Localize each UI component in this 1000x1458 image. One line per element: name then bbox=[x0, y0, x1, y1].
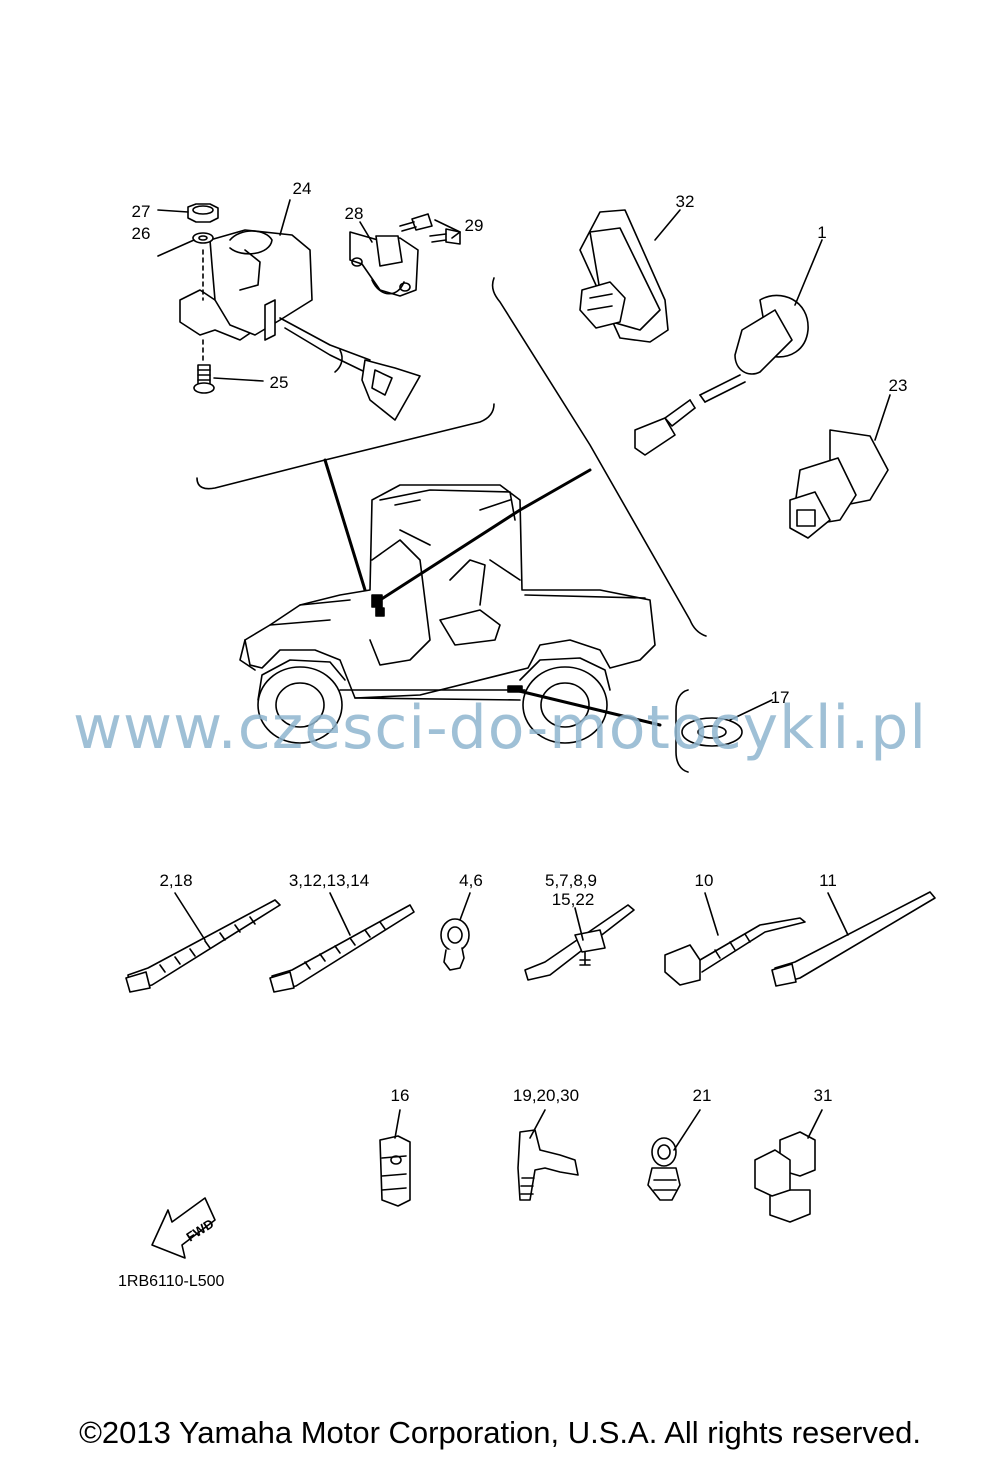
callout-25: 25 bbox=[269, 373, 289, 392]
part-25-bolt bbox=[193, 364, 215, 394]
part-4-6-clip bbox=[440, 918, 470, 971]
part-11-cable-tie bbox=[771, 891, 936, 987]
callout-11: 11 bbox=[819, 871, 837, 890]
fwd-arrow-icon bbox=[151, 1197, 216, 1259]
part-17-washer bbox=[681, 717, 743, 747]
part-27-nut bbox=[187, 203, 219, 223]
watermark: www.czesci-do-motocykli.pl bbox=[72, 693, 928, 763]
callout-3-12-13-14: 3,12,13,14 bbox=[288, 871, 370, 890]
callout-16: 16 bbox=[390, 1086, 410, 1105]
part-32-switch bbox=[579, 209, 669, 343]
vehicle-illustration bbox=[239, 484, 656, 744]
part-26-washer bbox=[192, 232, 214, 244]
callout-28: 28 bbox=[344, 204, 364, 223]
callout-27: 27 bbox=[131, 202, 151, 221]
callout-15-22: 15,22 bbox=[551, 890, 595, 909]
callout-17: 17 bbox=[770, 688, 790, 707]
part-31-clip bbox=[754, 1131, 816, 1223]
callout-2-18: 2,18 bbox=[159, 871, 193, 890]
copyright-notice: ©2013 Yamaha Motor Corporation, U.S.A. A… bbox=[79, 1415, 921, 1450]
part-2-18-cable-tie bbox=[125, 899, 281, 993]
callout-19-20-30: 19,20,30 bbox=[512, 1086, 580, 1105]
part-23-sensor bbox=[789, 429, 889, 539]
part-29-screw-b bbox=[429, 228, 461, 245]
callout-5-7-8-9: 5,7,8,9 bbox=[545, 871, 597, 890]
part-24-bracket bbox=[179, 229, 421, 421]
callout-31: 31 bbox=[813, 1086, 833, 1105]
part-21-clip bbox=[647, 1137, 681, 1201]
part-3-12-13-14-cable-tie bbox=[269, 904, 415, 993]
callout-21: 21 bbox=[692, 1086, 712, 1105]
part-5-7-8-9-clip bbox=[524, 904, 635, 981]
callout-29: 29 bbox=[464, 216, 484, 235]
diagram-code: 1RB6110-L500 bbox=[118, 1273, 225, 1290]
callout-26: 26 bbox=[131, 224, 151, 243]
part-19-20-30-clip bbox=[517, 1129, 579, 1201]
callout-24: 24 bbox=[292, 179, 312, 198]
callout-10: 10 bbox=[694, 871, 714, 890]
callout-1: 1 bbox=[817, 223, 827, 242]
callout-4-6: 4,6 bbox=[459, 871, 483, 890]
part-29-screw-a bbox=[399, 213, 433, 232]
callout-32: 32 bbox=[675, 192, 695, 211]
part-16-clip bbox=[379, 1135, 411, 1207]
callout-23: 23 bbox=[888, 376, 908, 395]
part-28-sensor bbox=[349, 231, 419, 297]
part-10-clip-tie bbox=[664, 917, 806, 986]
part-1-socket bbox=[634, 294, 809, 456]
